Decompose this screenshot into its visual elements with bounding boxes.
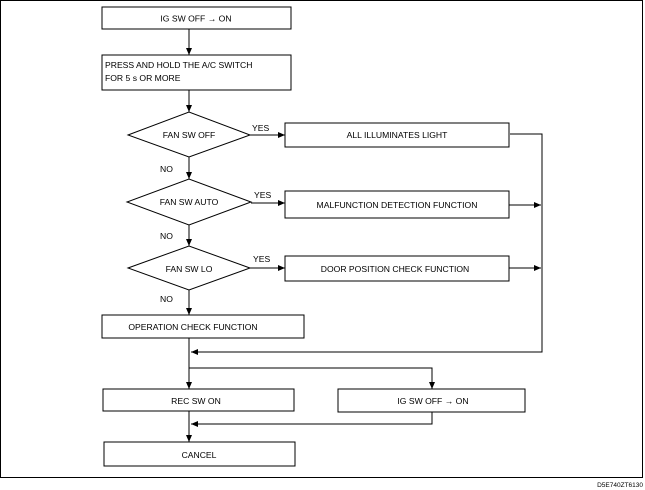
ig-sw-off-on-label: IG SW OFF → ON [397, 396, 468, 406]
figure-code: D5E740ZT6130 [597, 482, 643, 489]
decision-fan-sw-auto-no: NO [160, 231, 173, 241]
decision-fan-sw-lo-yes: YES [253, 254, 270, 264]
result-door-position-check-label: DOOR POSITION CHECK FUNCTION [321, 264, 470, 274]
decision-fan-sw-auto-label: FAN SW AUTO [160, 197, 219, 207]
decision-fan-sw-off-no: NO [160, 164, 173, 174]
arrow-to-ig [189, 367, 435, 389]
result-malfunction-detection: MALFUNCTION DETECTION FUNCTION [284, 190, 510, 219]
press-box: PRESS AND HOLD THE A/C SWITCH FOR 5 s OR… [101, 54, 292, 91]
operation-check-box: OPERATION CHECK FUNCTION [101, 314, 305, 339]
return-loop-line [191, 133, 543, 355]
result-malfunction-detection-label: MALFUNCTION DETECTION FUNCTION [317, 200, 478, 210]
ig-return-line [191, 412, 433, 427]
press-box-line2: FOR 5 s OR MORE [105, 73, 181, 83]
decision-fan-sw-lo: FAN SW LO [126, 245, 252, 291]
result-all-illuminates-label: ALL ILLUMINATES LIGHT [347, 130, 449, 140]
result-door-position-check: DOOR POSITION CHECK FUNCTION [284, 255, 510, 282]
start-box-label: IG SW OFF → ON [160, 14, 231, 24]
decision-fan-sw-off: FAN SW OFF [126, 111, 252, 158]
rec-sw-on-box: REC SW ON [102, 388, 295, 412]
press-box-line1: PRESS AND HOLD THE A/C SWITCH [105, 60, 252, 70]
decision-fan-sw-auto: FAN SW AUTO [125, 178, 253, 226]
decision-fan-sw-lo-label: FAN SW LO [166, 264, 213, 274]
result-all-illuminates: ALL ILLUMINATES LIGHT [284, 122, 510, 148]
decision-fan-sw-auto-yes: YES [254, 190, 271, 200]
ig-sw-off-on-box: IG SW OFF → ON [337, 388, 526, 413]
diagram-frame [0, 0, 643, 478]
decision-fan-sw-off-label: FAN SW OFF [163, 130, 216, 140]
operation-check-label: OPERATION CHECK FUNCTION [128, 322, 257, 332]
rec-sw-on-label: REC SW ON [171, 396, 221, 406]
cancel-label: CANCEL [182, 450, 217, 460]
start-box: IG SW OFF → ON [101, 6, 292, 30]
cancel-box: CANCEL [103, 441, 296, 467]
decision-fan-sw-lo-no: NO [160, 294, 173, 304]
decision-fan-sw-off-yes: YES [252, 123, 269, 133]
connectors [186, 29, 543, 442]
